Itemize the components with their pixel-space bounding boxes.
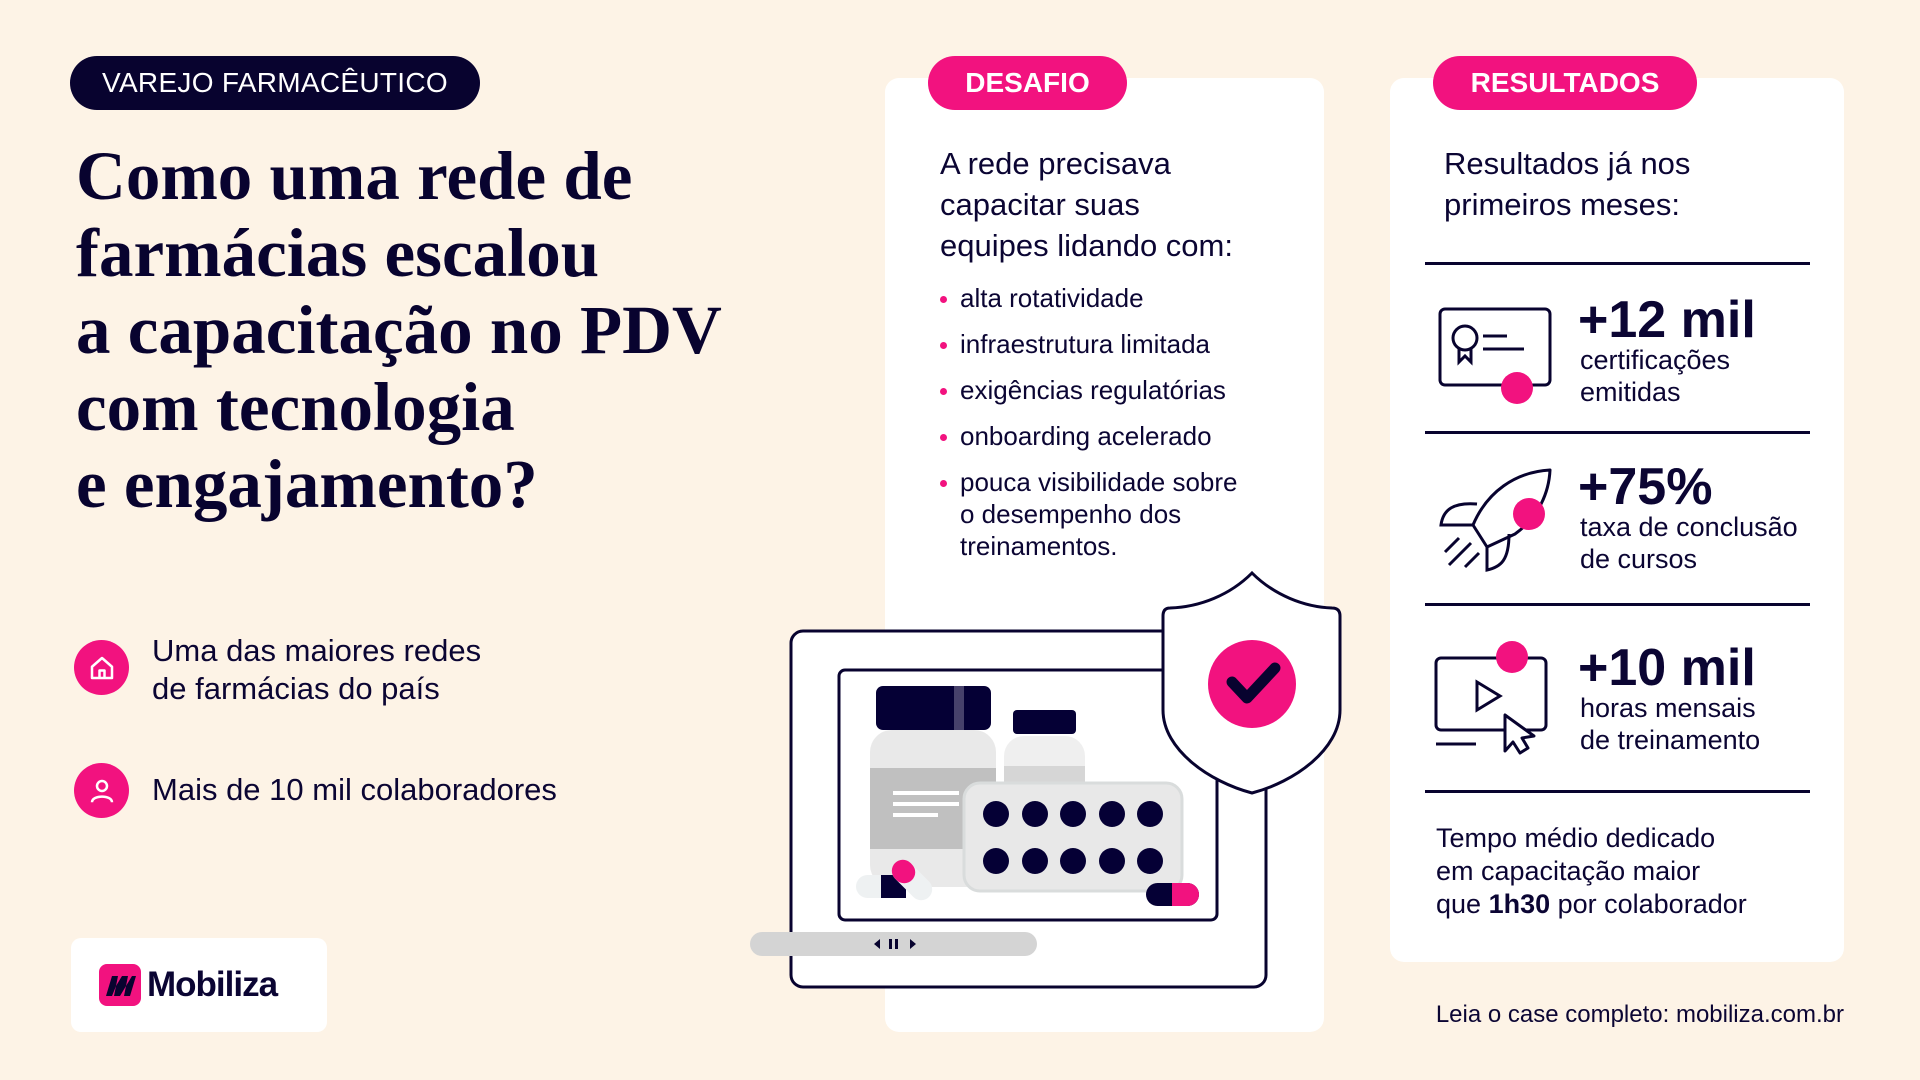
challenge-bullet: exigências regulatórias xyxy=(940,374,1226,406)
challenge-intro: A rede precisava capacitar suas equipes … xyxy=(940,143,1233,266)
footnote-line: que 1h30 por colaborador xyxy=(1436,888,1747,921)
footer-link[interactable]: Leia o case completo: mobiliza.com.br xyxy=(1435,1001,1844,1028)
challenge-badge-label: DESAFIO xyxy=(965,67,1090,98)
capsule-icon xyxy=(856,859,1199,906)
metric-label-line: horas mensais xyxy=(1580,693,1756,723)
metric-value: +75% xyxy=(1578,458,1713,516)
challenge-bullet: alta rotatividade xyxy=(940,282,1144,314)
results-intro: Resultados já nos primeiros meses: xyxy=(1444,143,1690,225)
results-footnote: Tempo médio dedicado em capacitação maio… xyxy=(1436,822,1747,921)
metric-label-line: emitidas xyxy=(1580,377,1681,407)
bullet-text: pouca visibilidade sobre xyxy=(960,467,1238,497)
mobiliza-logo-icon xyxy=(99,964,141,1006)
page-title: Como uma rede de farmácias escalou a cap… xyxy=(76,138,722,522)
intro-line: A rede precisava xyxy=(940,146,1171,181)
blister-pack-icon xyxy=(962,781,1184,893)
results-badge: RESULTADOS xyxy=(1433,56,1697,110)
bullet-text: treinamentos. xyxy=(960,531,1118,561)
bullet-text: infraestrutura limitada xyxy=(960,329,1210,359)
feature-text: de farmácias do país xyxy=(152,671,440,706)
intro-line: capacitar suas xyxy=(940,187,1140,222)
feature-text: Uma das maiores redes xyxy=(152,633,482,668)
footnote-line: em capacitação maior xyxy=(1436,856,1701,886)
results-badge-label: RESULTADOS xyxy=(1470,67,1660,98)
rocket-icon xyxy=(1439,468,1552,572)
metric-label-line: de treinamento xyxy=(1580,725,1761,755)
divider xyxy=(1425,262,1810,265)
divider xyxy=(1425,790,1810,793)
challenge-bullet: infraestrutura limitada xyxy=(940,328,1210,360)
video-controls-bar xyxy=(750,932,1037,956)
footnote-text: por colaborador xyxy=(1550,889,1747,919)
category-tag-label: VAREJO FARMACÊUTICO xyxy=(102,67,448,98)
results-card xyxy=(1390,78,1844,962)
category-tag: VAREJO FARMACÊUTICO xyxy=(70,56,480,110)
metric-label-line: taxa de conclusão xyxy=(1580,512,1798,542)
footnote-line: Tempo médio dedicado xyxy=(1436,823,1716,853)
bullet-text: o desempenho dos xyxy=(960,499,1182,529)
video-play-icon xyxy=(1434,641,1548,755)
footnote-text: que xyxy=(1436,889,1489,919)
metric-label-line: certificações xyxy=(1580,345,1731,375)
mobiliza-logo: Mobiliza xyxy=(71,938,327,1032)
bullet-text: onboarding acelerado xyxy=(960,421,1212,451)
feature-text: Mais de 10 mil colaboradores xyxy=(152,772,557,807)
intro-line: primeiros meses: xyxy=(1444,187,1680,222)
divider xyxy=(1425,431,1810,434)
home-icon xyxy=(74,640,129,695)
footnote-highlight: 1h30 xyxy=(1488,889,1551,919)
challenge-bullet: onboarding acelerado xyxy=(940,420,1212,452)
intro-line: Resultados já nos xyxy=(1444,146,1691,181)
bullet-text: exigências regulatórias xyxy=(960,375,1226,405)
user-icon xyxy=(74,763,129,818)
intro-line: equipes lidando com: xyxy=(940,228,1233,263)
pharmacy-screen-illustration xyxy=(750,570,1342,989)
metric-value: +10 mil xyxy=(1578,639,1756,697)
logo-text: Mobiliza xyxy=(147,965,278,1004)
challenge-badge: DESAFIO xyxy=(928,56,1127,110)
divider xyxy=(1425,603,1810,606)
bullet-text: alta rotatividade xyxy=(960,283,1144,313)
playback-controls-icon xyxy=(874,939,916,949)
certificate-icon xyxy=(1438,307,1552,404)
metric-value: +12 mil xyxy=(1578,291,1756,349)
feature-employees: Mais de 10 mil colaboradores xyxy=(74,763,557,818)
shield-check-icon xyxy=(1161,570,1342,795)
metric-label-line: de cursos xyxy=(1580,544,1698,574)
